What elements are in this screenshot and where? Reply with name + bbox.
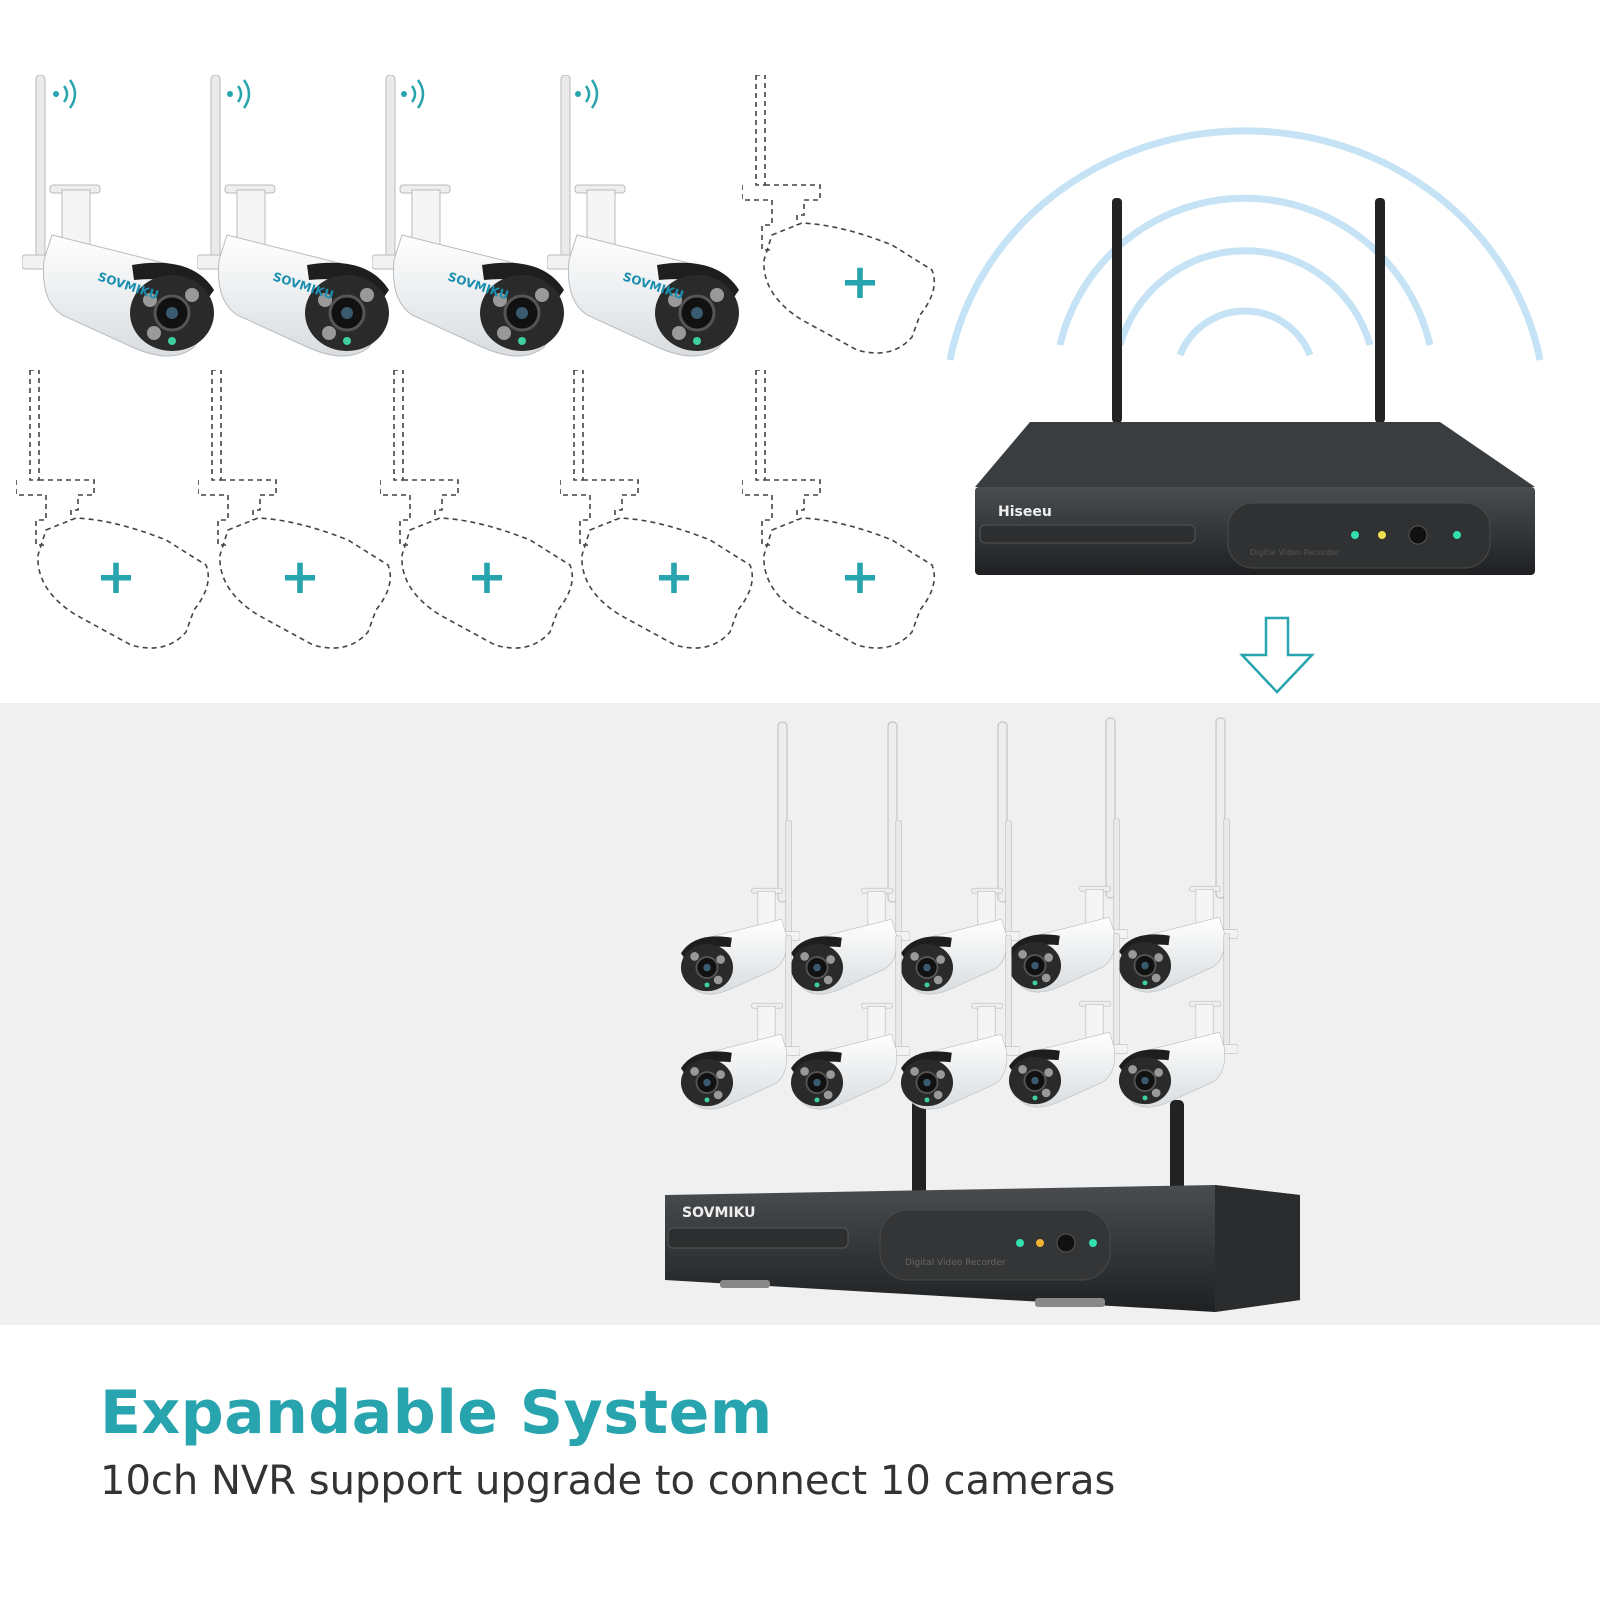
wireless-camera-3 bbox=[372, 75, 564, 356]
camera-cluster bbox=[681, 717, 1238, 1109]
camera-slot-9 bbox=[560, 370, 752, 648]
camera-slot-6 bbox=[16, 370, 208, 648]
add-camera-plus-icon: + bbox=[840, 549, 880, 605]
camera-slot-10 bbox=[742, 370, 934, 648]
add-camera-plus-icon: + bbox=[654, 549, 694, 605]
nvr-brand-logo: SOVMIKU bbox=[682, 1205, 756, 1221]
camera-slot-5 bbox=[742, 75, 934, 353]
add-camera-plus-icon: + bbox=[96, 549, 136, 605]
nvr-brand-logo: Hiseeu bbox=[998, 504, 1052, 520]
add-camera-plus-icon: + bbox=[280, 549, 320, 605]
wireless-camera-4 bbox=[547, 75, 739, 356]
camera-slot-7 bbox=[198, 370, 390, 648]
nvr-label: Digital Video Recorder bbox=[1250, 548, 1340, 557]
add-camera-plus-icon: + bbox=[840, 254, 880, 310]
nvr-recorder-top: Hiseeu Digital Video Recorder bbox=[975, 198, 1535, 575]
wireless-camera-2 bbox=[197, 75, 389, 356]
nvr-label: Digital Video Recorder bbox=[905, 1258, 1006, 1268]
nvr-recorder-bottom: SOVMIKU Digital Video Recorder bbox=[665, 1185, 1300, 1312]
add-camera-plus-icon: + bbox=[467, 549, 507, 605]
caption-title: Expandable System bbox=[100, 1378, 773, 1448]
wifi-signal-icon bbox=[53, 80, 597, 108]
caption-subtitle: 10ch NVR support upgrade to connect 10 c… bbox=[100, 1458, 1116, 1504]
wireless-camera-1 bbox=[22, 75, 214, 356]
camera-slot-8 bbox=[380, 370, 572, 648]
wifi-broadcast-icon bbox=[946, 127, 1544, 361]
arrow-down-icon bbox=[1239, 616, 1315, 694]
